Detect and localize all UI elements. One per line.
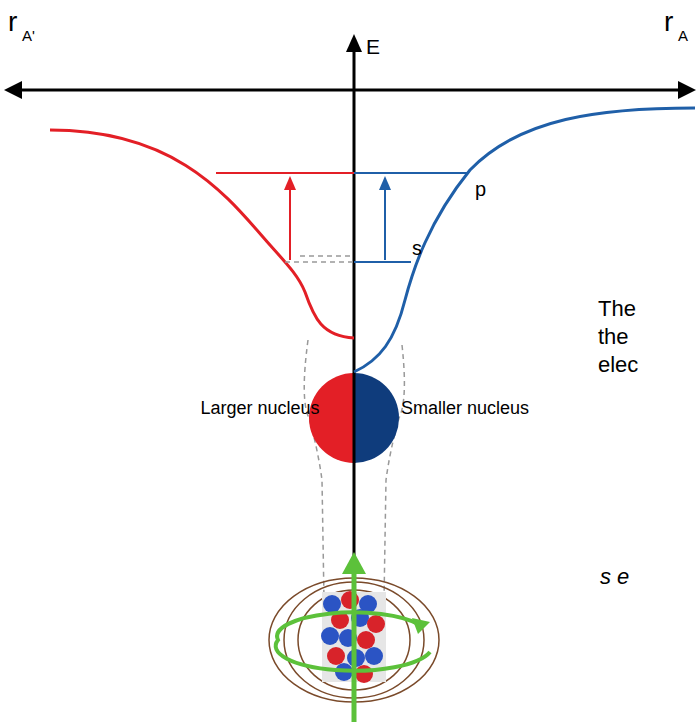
energy-axis — [353, 50, 356, 565]
side-text: s e — [600, 566, 629, 588]
s-level — [300, 255, 354, 257]
level-label: s — [412, 238, 422, 258]
transition-arrow — [289, 186, 291, 260]
energy-axis — [353, 373, 356, 463]
transition-arrow — [384, 186, 386, 260]
p-level — [216, 172, 354, 174]
side-text: The — [598, 298, 636, 320]
axis-arrowhead — [4, 81, 22, 99]
axis-arrowhead — [346, 34, 362, 52]
arrowhead — [284, 176, 296, 190]
s-level — [354, 261, 411, 263]
side-text: elec — [598, 354, 638, 376]
s-level — [285, 261, 354, 263]
potential-curve-small — [354, 108, 695, 372]
nucleus-label: Smaller nucleus — [400, 397, 530, 420]
p-level — [354, 172, 468, 174]
spin-arrows — [276, 552, 430, 722]
arrowhead — [379, 176, 391, 190]
side-text: the — [598, 326, 629, 348]
small-nucleus — [354, 373, 399, 463]
axis-label: r — [664, 8, 673, 36]
axis-arrowhead — [678, 81, 696, 99]
axis-label: E — [366, 36, 380, 57]
guide-line — [384, 345, 404, 600]
axis-subscript: A' — [22, 28, 35, 43]
r-axis — [18, 89, 682, 92]
axis-subscript: A — [678, 28, 688, 43]
level-label: p — [475, 179, 486, 199]
potential-curve-large — [50, 130, 354, 338]
guide-line — [304, 340, 324, 600]
nucleus-label: Larger nucleus — [200, 397, 320, 420]
axis-label: r — [8, 8, 17, 36]
